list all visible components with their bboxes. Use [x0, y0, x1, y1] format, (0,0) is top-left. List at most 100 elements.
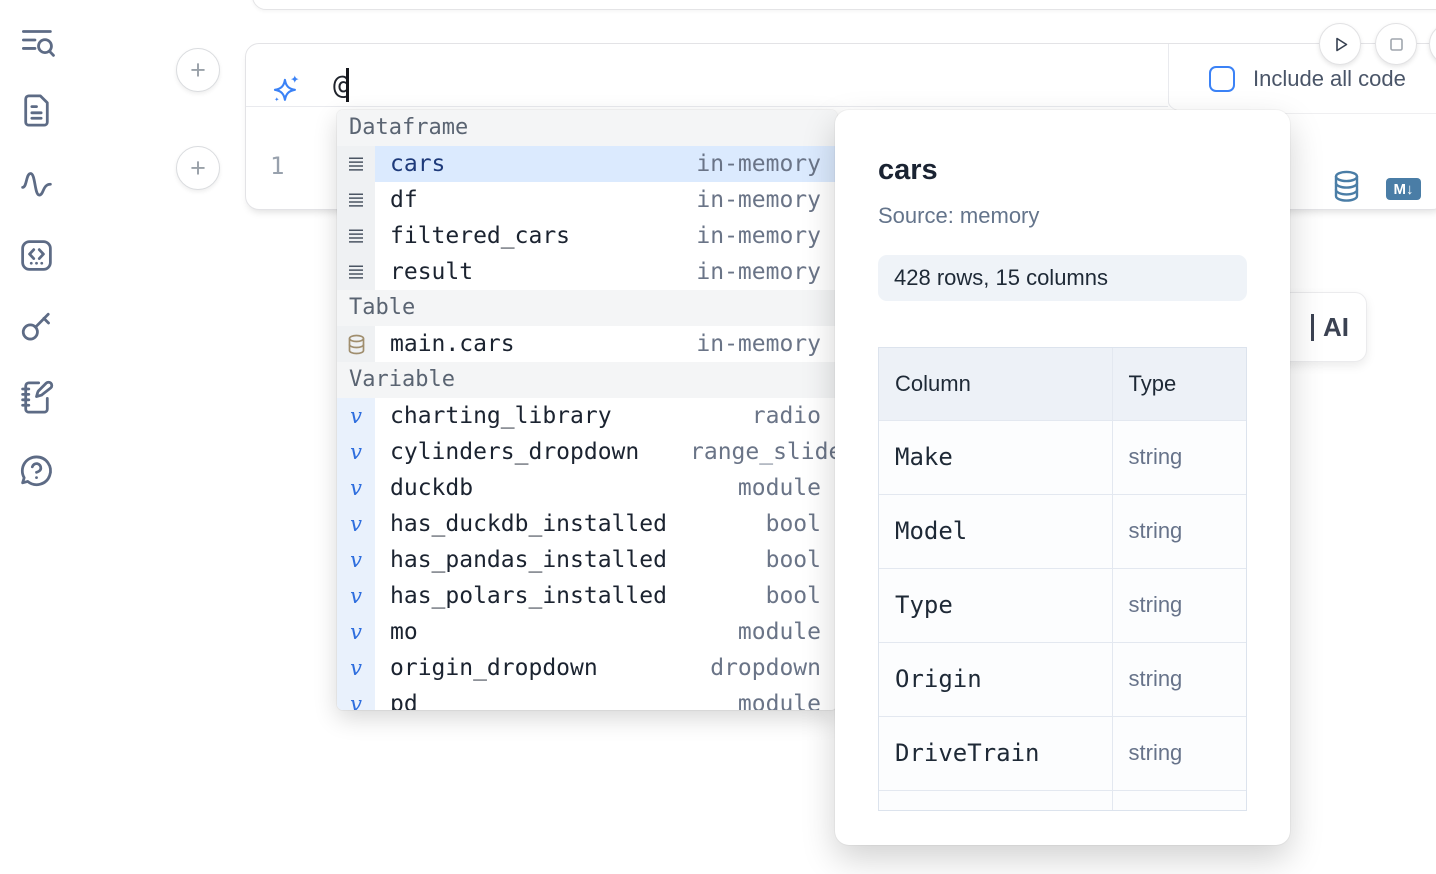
- dataframe-icon: [337, 254, 375, 290]
- dataframe-icon: [337, 182, 375, 218]
- autocomplete-item[interactable]: result in-memory: [337, 254, 837, 290]
- sidebar-scratchpad-icon[interactable]: [18, 379, 55, 416]
- sidebar-help-icon[interactable]: [18, 452, 55, 489]
- item-name: has_duckdb_installed: [390, 511, 667, 537]
- autocomplete-item[interactable]: vhas_polars_installedbool: [337, 578, 837, 614]
- table-icon: [337, 326, 375, 362]
- column-type: string: [1129, 592, 1183, 617]
- schema-row: DriveTrain string: [879, 716, 1246, 790]
- item-type: in-memory: [690, 187, 821, 213]
- item-type: module: [690, 619, 821, 645]
- item-type: in-memory: [690, 331, 821, 357]
- item-type: bool: [690, 547, 821, 573]
- item-type: radio: [690, 403, 821, 429]
- include-all-code-checkbox[interactable]: [1209, 66, 1235, 92]
- dataframe-icon: [337, 218, 375, 254]
- autocomplete-section-header: Dataframe: [337, 110, 837, 146]
- autocomplete-item[interactable]: cars in-memory: [337, 146, 837, 182]
- dataframe-preview-panel: cars Source: memory 428 rows, 15 columns…: [835, 110, 1290, 845]
- schema-header-cell: Type: [1112, 348, 1246, 420]
- item-name: charting_library: [390, 403, 612, 429]
- item-type: in-memory: [690, 223, 821, 249]
- preview-shape-badge: 428 rows, 15 columns: [878, 255, 1247, 301]
- clipped-letter: [1311, 314, 1314, 341]
- autocomplete-item[interactable]: main.cars in-memory: [337, 326, 837, 362]
- include-all-code-label: Include all code: [1253, 66, 1406, 92]
- item-type: module: [690, 691, 821, 710]
- preview-title: cars: [878, 154, 1247, 187]
- sidebar: [0, 0, 72, 874]
- preview-source: Source: memory: [878, 203, 1247, 229]
- autocomplete-section-header: Table: [337, 290, 837, 326]
- column-type: string: [1129, 518, 1183, 543]
- item-name: df: [390, 187, 418, 213]
- autocomplete-item[interactable]: df in-memory: [337, 182, 837, 218]
- item-type: range_slider: [690, 439, 821, 465]
- sidebar-activity-icon[interactable]: [18, 165, 55, 202]
- run-cell-button[interactable]: [1319, 23, 1361, 65]
- autocomplete-item[interactable]: v has_duckdb_installed bool: [337, 506, 837, 542]
- item-type: in-memory: [690, 151, 821, 177]
- text-caret: [346, 68, 349, 102]
- autocomplete-item[interactable]: filtered_cars in-memory: [337, 218, 837, 254]
- schema-header-cell: Column: [879, 348, 1112, 420]
- item-name: result: [390, 259, 473, 285]
- variable-icon: v: [337, 434, 375, 470]
- autocomplete-item[interactable]: vpd module: [337, 686, 837, 710]
- autocomplete-item[interactable]: vduckdb module: [337, 470, 837, 506]
- column-name: DriveTrain: [895, 739, 1040, 767]
- sparkles-icon: [271, 74, 301, 104]
- variable-icon: v: [337, 470, 375, 506]
- play-icon: [1331, 35, 1350, 54]
- variable-icon: v: [337, 398, 375, 434]
- item-name: origin_dropdown: [390, 655, 598, 681]
- item-type: bool: [690, 511, 821, 537]
- variable-icon: v: [337, 650, 375, 686]
- schema-row: Typestring: [879, 568, 1246, 642]
- item-name: cylinders_dropdown: [390, 439, 639, 465]
- column-name: Make: [895, 443, 953, 471]
- ai-button-label: AI: [1323, 312, 1349, 343]
- sidebar-text-search-icon[interactable]: [18, 23, 55, 60]
- column-type: string: [1129, 666, 1183, 691]
- item-name: duckdb: [390, 475, 473, 501]
- item-name: cars: [390, 151, 445, 177]
- autocomplete-item[interactable]: vmomodule: [337, 614, 837, 650]
- item-name: main.cars: [390, 331, 515, 357]
- schema-table: ColumnType MakestringModelstringTypestri…: [878, 347, 1247, 811]
- column-name: Model: [895, 517, 967, 545]
- item-type: in-memory: [690, 259, 821, 285]
- stop-icon: [1387, 35, 1406, 54]
- sidebar-file-text-icon[interactable]: [18, 92, 55, 129]
- schema-row: Make string: [879, 420, 1246, 494]
- item-type: dropdown: [690, 655, 821, 681]
- sidebar-key-icon[interactable]: [18, 307, 55, 344]
- line-number: 1: [270, 152, 284, 180]
- sidebar-code-snippets-icon[interactable]: [18, 237, 55, 274]
- dataframe-icon: [337, 146, 375, 182]
- variable-icon: v: [337, 686, 375, 710]
- autocomplete-section-header: Variable: [337, 362, 837, 398]
- schema-row: Originstring: [879, 642, 1246, 716]
- autocomplete-item[interactable]: v cylinders_dropdown range_slider: [337, 434, 837, 470]
- add-cell-above-button[interactable]: +: [176, 48, 220, 92]
- database-icon[interactable]: [1333, 170, 1360, 208]
- item-type: module: [690, 475, 821, 501]
- item-name: pd: [390, 691, 418, 710]
- ai-prompt-row[interactable]: @: [246, 44, 1168, 106]
- add-cell-below-button[interactable]: +: [176, 146, 220, 190]
- variable-icon: v: [337, 542, 375, 578]
- stop-button[interactable]: [1375, 23, 1417, 65]
- variable-icon: v: [337, 506, 375, 542]
- column-type: string: [1129, 444, 1183, 469]
- variable-icon: v: [337, 578, 375, 614]
- autocomplete-item[interactable]: v charting_library radio: [337, 398, 837, 434]
- item-name: mo: [390, 619, 418, 645]
- item-name: filtered_cars: [390, 223, 570, 249]
- ai-prompt-input[interactable]: @: [333, 70, 349, 102]
- autocomplete-item[interactable]: v origin_dropdown dropdown: [337, 650, 837, 686]
- column-type: string: [1129, 740, 1183, 765]
- item-name: has_polars_installed: [390, 583, 667, 609]
- markdown-icon[interactable]: M↓: [1386, 178, 1421, 200]
- autocomplete-item[interactable]: vhas_pandas_installedbool: [337, 542, 837, 578]
